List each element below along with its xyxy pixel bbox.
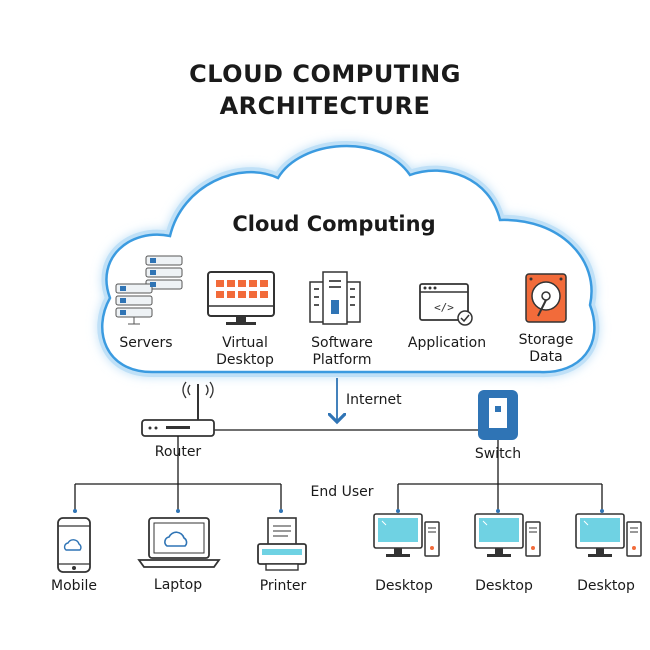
diagram-title-line2: ARCHITECTURE <box>219 92 431 120</box>
desktop-icon <box>474 513 541 557</box>
printer-icon <box>257 517 307 571</box>
desktop-icon <box>373 513 440 557</box>
browser-code-icon: </> <box>419 283 473 326</box>
router-icon <box>141 381 215 437</box>
hard-drive-icon <box>525 273 567 323</box>
end-user-label: End User <box>310 484 374 500</box>
right-device-connectors <box>396 440 604 513</box>
server-towers-icon <box>309 271 361 325</box>
desktop-icon <box>575 513 642 557</box>
device-label-laptop: Laptop <box>153 577 203 593</box>
device-label-desktop: Desktop <box>577 578 635 594</box>
cloud-label: Cloud Computing <box>232 212 436 236</box>
internet-label: Internet <box>346 392 402 408</box>
left-device-connectors <box>73 436 283 513</box>
router-label: Router <box>154 444 202 460</box>
device-label-printer: Printer <box>259 578 307 594</box>
service-label-servers: Servers <box>119 335 173 351</box>
diagram-title-line1: CLOUD COMPUTING <box>189 60 461 88</box>
svg-text:</>: </> <box>434 301 454 314</box>
service-label-application: Application <box>407 335 487 351</box>
mobile-icon <box>57 517 91 573</box>
switch-icon <box>478 390 518 440</box>
laptop-icon <box>137 517 221 568</box>
server-rack-icon <box>115 255 183 325</box>
switch-label: Switch <box>474 446 522 462</box>
device-label-desktop: Desktop <box>475 578 533 594</box>
device-label-desktop: Desktop <box>375 578 433 594</box>
device-label-mobile: Mobile <box>51 578 97 594</box>
monitor-icon <box>207 271 275 325</box>
